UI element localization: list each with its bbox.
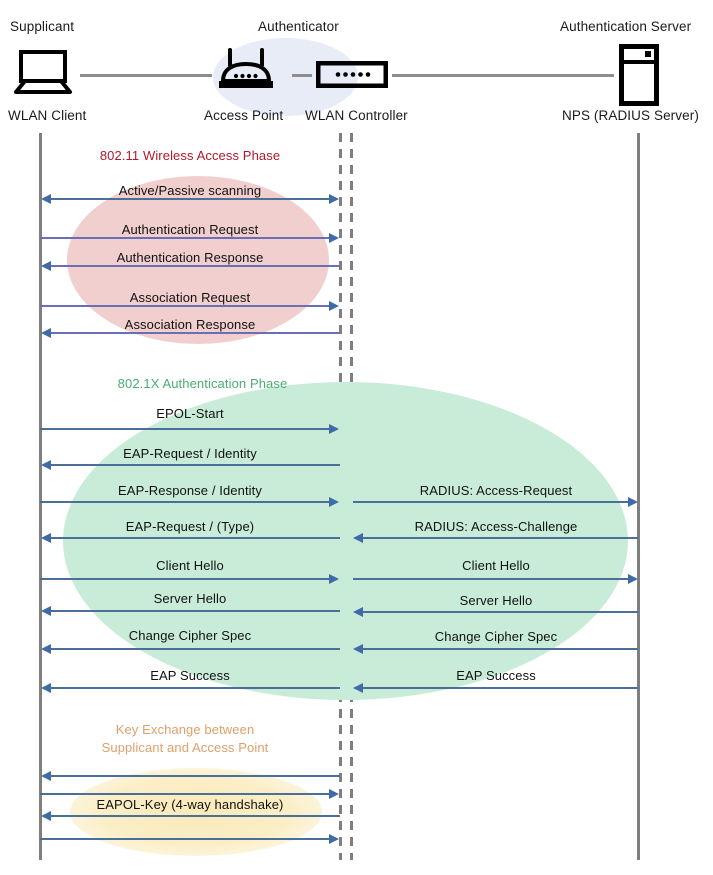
actor-role-authentication-server: Authentication Server [560, 19, 692, 34]
message-line [46, 648, 340, 650]
message-line [40, 793, 335, 795]
message-line [46, 464, 340, 466]
actor-role-supplicant: Supplicant [10, 19, 75, 34]
arrow-head-right [329, 233, 339, 243]
message-line [40, 305, 335, 307]
phase-blob-key-exchange [70, 768, 322, 856]
lifeline-nps [637, 133, 640, 860]
message-line [358, 537, 638, 539]
arrow-head-left [41, 771, 51, 781]
message-label: Change Cipher Spec [434, 629, 558, 644]
message-line [358, 611, 638, 613]
phase-caption-dot1x: 802.1X Authentication Phase [117, 376, 288, 391]
message-line [46, 610, 340, 612]
message-label: Authentication Response [116, 250, 264, 265]
message-label: Client Hello [462, 558, 530, 573]
server-icon [619, 44, 659, 106]
arrow-head-right [628, 497, 638, 507]
message-label: Active/Passive scanning [118, 183, 262, 198]
message-line [46, 815, 340, 817]
arrow-head-left [41, 261, 51, 271]
arrow-head-left [353, 683, 363, 693]
lifeline-supplicant [39, 133, 42, 860]
arrow-head-right [329, 424, 339, 434]
message-line [40, 838, 335, 840]
laptop-icon [12, 50, 74, 94]
message-label: RADIUS: Access-Request [419, 483, 573, 498]
message-label: RADIUS: Access-Challenge [414, 519, 578, 534]
message-line [46, 775, 340, 777]
arrow-head-right [329, 497, 339, 507]
actor-device-nps: NPS (RADIUS Server) [562, 108, 699, 123]
message-label: EAP-Request / Identity [123, 446, 257, 461]
message-line [46, 198, 335, 200]
arrow-head-left [353, 607, 363, 617]
actor-device-wlan-controller: WLAN Controller [305, 108, 408, 123]
message-line [40, 501, 335, 503]
arrow-head-left [41, 533, 51, 543]
arrow-head-left [41, 811, 51, 821]
message-line [40, 428, 335, 430]
message-label: EAP-Response / Identity [118, 483, 262, 498]
message-line [40, 237, 335, 239]
access-point-icon [216, 47, 276, 93]
arrow-head-left [41, 460, 51, 470]
arrow-head-left [353, 533, 363, 543]
arrow-head-right [329, 789, 339, 799]
phase-blob-dot1x [63, 382, 628, 700]
message-line [46, 537, 340, 539]
phase-caption-wireless-access: 802.11 Wireless Access Phase [99, 148, 281, 163]
arrow-head-right [329, 194, 339, 204]
message-label: EAP-Request / (Type) [125, 519, 255, 534]
arrow-head-left [41, 328, 51, 338]
wlan-controller-icon [316, 61, 388, 88]
arrow-head-left [353, 644, 363, 654]
message-label: Server Hello [459, 593, 533, 608]
message-label: Association Request [129, 290, 251, 305]
actor-role-authenticator: Authenticator [258, 19, 339, 34]
message-label: EAPOL-Key (4-way handshake) [96, 797, 284, 812]
phase-blob-wireless-access [67, 176, 329, 344]
arrow-head-left [41, 194, 51, 204]
arrow-head-right [628, 574, 638, 584]
wire-controller-to-nps [392, 74, 614, 77]
message-line [358, 687, 638, 689]
message-line [40, 578, 335, 580]
arrow-head-left [41, 644, 51, 654]
phase-caption-key-exchange: Key Exchange between Supplicant and Acce… [101, 722, 269, 755]
message-label: EAP Success [150, 668, 230, 683]
arrow-head-right [329, 574, 339, 584]
arrow-head-left [41, 683, 51, 693]
arrow-head-right [329, 834, 339, 844]
message-line [353, 501, 633, 503]
wire-ap-to-controller [292, 74, 312, 77]
actor-device-wlan-client: WLAN Client [8, 108, 87, 123]
wire-client-to-ap [80, 74, 212, 77]
message-label: Change Cipher Spec [128, 628, 252, 643]
message-label: Client Hello [156, 558, 224, 573]
message-label: EPOL-Start [156, 406, 224, 421]
message-label: Association Response [124, 317, 256, 332]
message-line [46, 687, 340, 689]
arrow-head-right [329, 301, 339, 311]
message-label: Authentication Request [121, 222, 259, 237]
arrow-head-left [41, 606, 51, 616]
message-line [353, 578, 633, 580]
actor-device-access-point: Access Point [204, 108, 284, 123]
message-label: Server Hello [153, 591, 227, 606]
message-line [46, 332, 340, 334]
message-label: EAP Success [456, 668, 536, 683]
message-line [358, 648, 638, 650]
message-line [46, 265, 340, 267]
